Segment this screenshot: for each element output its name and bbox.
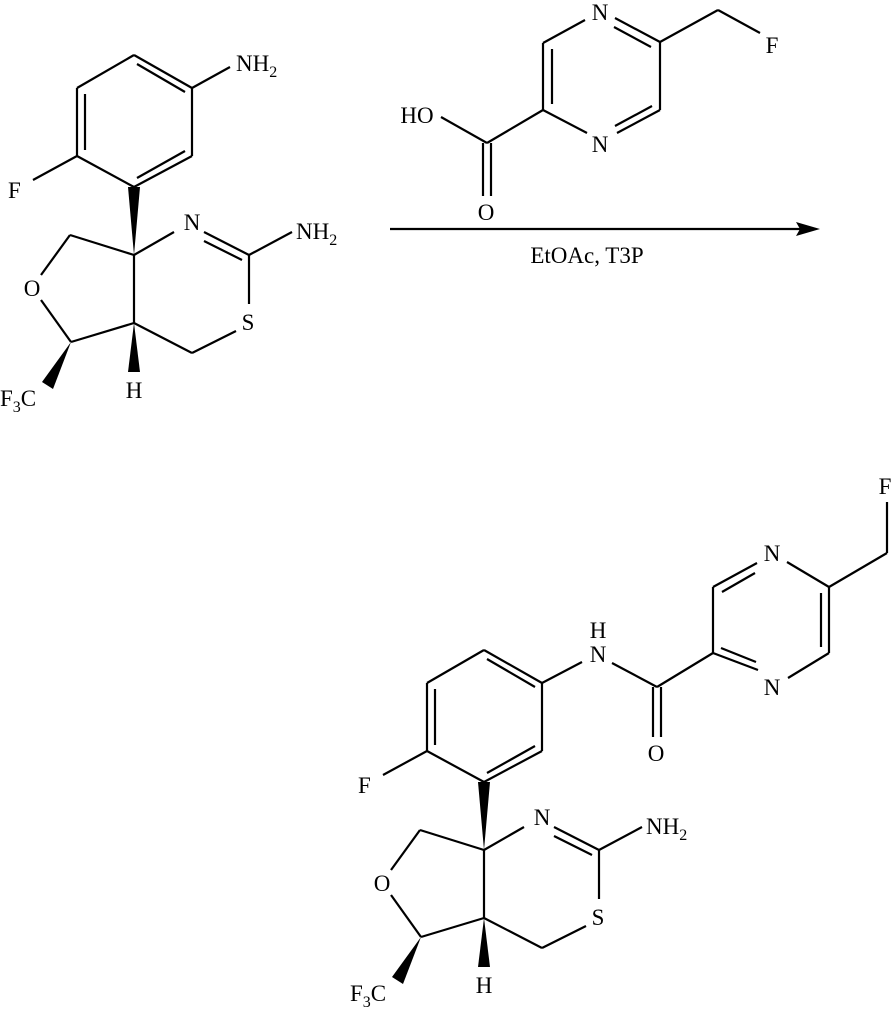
ring-sulfur-label: S bbox=[242, 310, 255, 335]
cf3-label: F3C bbox=[0, 386, 36, 416]
wedge-bond bbox=[478, 918, 490, 967]
carbonyl-oxygen-label: O bbox=[478, 200, 495, 225]
ring-nitrogen-label: N bbox=[184, 210, 201, 235]
pyrazine-n-top-label: N bbox=[764, 541, 781, 566]
benzene-ring bbox=[75, 54, 194, 188]
amide-h-label: H bbox=[590, 618, 607, 643]
starting-material: F N NH2 S O F3C H NH2 bbox=[0, 51, 337, 416]
ring-nitrogen-label: N bbox=[534, 805, 551, 830]
reagent-n-bottom-label: N bbox=[592, 132, 609, 157]
reaction-conditions: EtOAc, T3P bbox=[530, 243, 643, 268]
wedge-bond bbox=[128, 187, 140, 255]
hydroxyl-label: HO bbox=[400, 103, 433, 128]
product-core-scaffold: F N NH2 S O F3C H bbox=[350, 649, 687, 1011]
ring-oxygen-label: O bbox=[374, 871, 391, 896]
ring-hydrogen-label: H bbox=[126, 378, 143, 403]
wedge-bond bbox=[478, 782, 490, 850]
aryl-fluorine-label: F bbox=[358, 773, 371, 798]
f-bond bbox=[32, 155, 78, 181]
reagent-fluorine-label: F bbox=[766, 33, 779, 58]
product: F N NH2 S O F3C H H N bbox=[350, 474, 891, 1011]
amidine-nh2-label: NH2 bbox=[646, 814, 687, 844]
amide-n-label: N bbox=[590, 642, 607, 667]
wedge-bond bbox=[42, 342, 71, 389]
amide-pyrazine-group: H N O N N F bbox=[541, 474, 892, 766]
reagent-n-top-label: N bbox=[592, 0, 609, 25]
wedge-bond bbox=[128, 323, 140, 372]
arrow-head-icon bbox=[796, 222, 820, 236]
ring-hydrogen-label: H bbox=[476, 973, 493, 998]
benzene-ring bbox=[425, 649, 544, 783]
fluoromethyl-f-label: F bbox=[879, 474, 892, 499]
core-scaffold: F N NH2 S O F3C H bbox=[0, 54, 337, 416]
cf3-label: F3C bbox=[350, 981, 386, 1011]
ring-oxygen-label: O bbox=[24, 276, 41, 301]
amide-o-label: O bbox=[648, 741, 665, 766]
reagent-pyrazine-acid: N N F HO O bbox=[400, 0, 778, 225]
nh2-bond bbox=[191, 66, 231, 89]
reaction-arrow: EtOAc, T3P bbox=[390, 222, 820, 268]
amidine-nh2-label: NH2 bbox=[296, 219, 337, 249]
aniline-nh2-label: NH2 bbox=[236, 51, 277, 81]
wedge-bond bbox=[392, 937, 421, 984]
ring-sulfur-label: S bbox=[592, 905, 605, 930]
aryl-fluorine-label: F bbox=[8, 178, 21, 203]
pyrazine-n-bottom-label: N bbox=[764, 675, 781, 700]
